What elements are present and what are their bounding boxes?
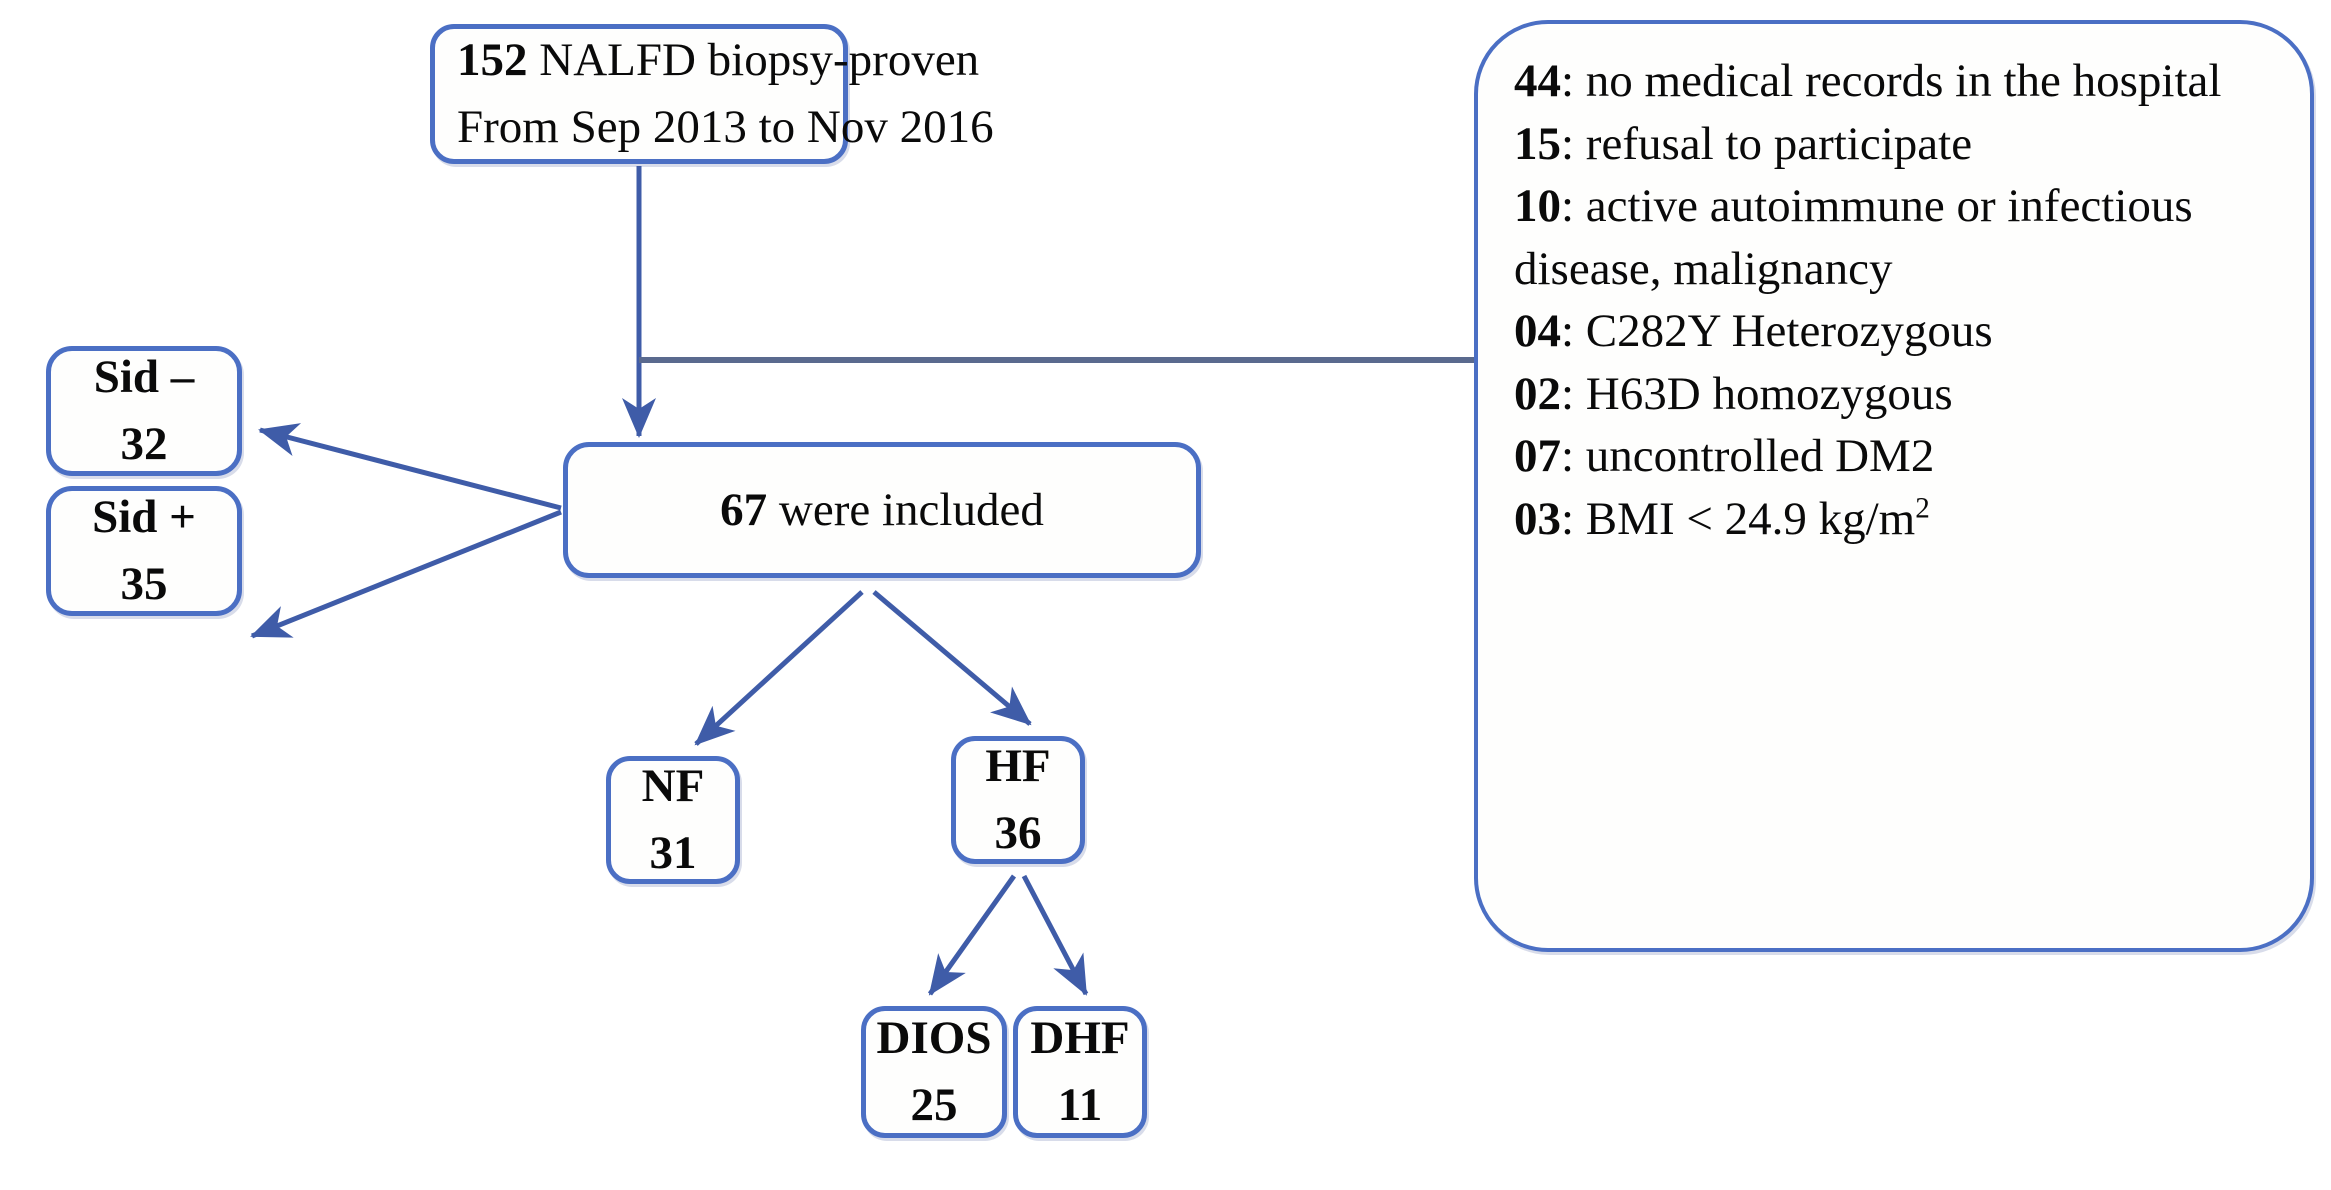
node-no-fibrosis: NF 31 <box>606 756 740 884</box>
exclusion-item: 07: uncontrolled DM2 <box>1514 425 1934 488</box>
sid-negative-label: Sid – <box>93 351 195 404</box>
exclusion-item-count: 04 <box>1514 305 1561 357</box>
node-dios: DIOS 25 <box>861 1006 1007 1138</box>
exclusion-item-reason: : uncontrolled DM2 <box>1561 430 1935 482</box>
source-line-1: 152 NALFD biopsy-proven <box>457 27 979 94</box>
source-count-label: NALFD biopsy-proven <box>527 34 980 87</box>
exclusion-item-count: 02 <box>1514 367 1561 420</box>
included-count: 67 <box>720 483 768 536</box>
exclusion-item-reason: : refusal to participate <box>1561 117 1973 170</box>
dhf-count: 11 <box>1057 1079 1103 1131</box>
node-exclusion-criteria: 44: no medical records in the hospital 1… <box>1474 20 2314 952</box>
node-dhf: DHF 11 <box>1013 1006 1147 1138</box>
edge-hf-to-dios <box>927 874 1017 996</box>
exclusion-item-count: 44 <box>1514 55 1561 107</box>
exclusion-item-reason: : BMI < 24.9 kg/m <box>1561 492 1916 545</box>
hf-count: 36 <box>994 807 1042 859</box>
exclusion-item: 44: no medical records in the hospital <box>1514 50 2221 113</box>
nf-count: 31 <box>649 827 697 879</box>
dios-count: 25 <box>910 1079 958 1131</box>
sid-positive-count: 35 <box>120 558 168 610</box>
sid-positive-label: Sid + <box>92 491 196 544</box>
node-source-cohort: 152 NALFD biopsy-proven From Sep 2013 to… <box>430 24 994 164</box>
exclusion-item-count: 15 <box>1514 117 1561 170</box>
source-line-2: From Sep 2013 to Nov 2016 <box>457 101 994 153</box>
edge-included-to-sid-negative <box>258 423 562 511</box>
exclusion-item: 10: active autoimmune or infectious dise… <box>1514 175 2290 300</box>
exclusion-item: 04: C282Y Heterozygous <box>1514 300 1993 363</box>
exclusion-item-reason: : no medical records in the hospital <box>1561 55 2222 107</box>
included-line: 67 were included <box>720 477 1044 544</box>
edge-hf-to-dhf <box>1021 874 1089 996</box>
dhf-label: DHF <box>1030 1012 1130 1065</box>
exclusion-item: 15: refusal to participate <box>1514 113 1972 176</box>
exclusion-item-reason: : active autoimmune or infectious diseas… <box>1514 180 2193 295</box>
node-sid-negative: Sid – 32 <box>46 346 242 476</box>
hf-label: HF <box>985 740 1051 793</box>
nf-label: NF <box>641 760 705 813</box>
node-sid-positive: Sid + 35 <box>46 486 242 616</box>
exclusion-item-superscript: 2 <box>1915 491 1930 524</box>
exclusion-item-reason: : C282Y Heterozygous <box>1561 305 1993 357</box>
included-count-label: were included <box>767 483 1044 536</box>
exclusion-item: 03: BMI < 24.9 kg/m2 <box>1514 488 1930 551</box>
node-hepatic-fibrosis: HF 36 <box>951 736 1085 864</box>
exclusion-item-count: 03 <box>1514 492 1561 545</box>
exclusion-item-count: 10 <box>1514 180 1561 232</box>
exclusion-item-reason: : H63D homozygous <box>1561 367 1953 420</box>
edge-included-to-hf <box>872 590 1032 726</box>
exclusion-item-count: 07 <box>1514 430 1561 482</box>
sid-negative-count: 32 <box>120 418 168 470</box>
node-included-cohort: 67 were included <box>563 442 1201 578</box>
dios-label: DIOS <box>876 1012 992 1065</box>
source-count: 152 <box>457 34 528 87</box>
exclusion-item: 02: H63D homozygous <box>1514 363 1953 426</box>
edge-included-to-sid-positive <box>250 509 562 639</box>
edge-included-to-nf <box>694 590 864 746</box>
